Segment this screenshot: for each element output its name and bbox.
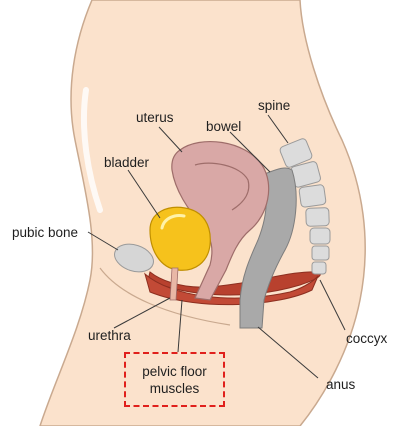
leader-pubic-bone	[87, 231, 119, 251]
leader-urethra	[113, 297, 171, 329]
label-pubic-bone: pubic bone	[12, 225, 78, 240]
label-bladder: bladder	[104, 155, 150, 170]
label-pelvic-floor-line1: pelvic floor	[142, 363, 207, 379]
leader-spine	[267, 114, 289, 144]
label-coccyx: coccyx	[346, 331, 388, 346]
leader-coccyx	[319, 279, 346, 331]
label-anus: anus	[326, 377, 356, 392]
leader-bowel	[229, 131, 271, 173]
bladder-highlight	[160, 214, 186, 230]
label-uterus: uterus	[136, 110, 174, 125]
uterus-cavity	[194, 162, 250, 211]
leader-bladder	[127, 169, 161, 219]
pubic-bone-shape	[114, 243, 154, 273]
label-spine: spine	[258, 98, 290, 113]
leader-pelvic-floor	[177, 299, 183, 353]
label-bowel: bowel	[206, 119, 241, 134]
urethra-shape	[169, 267, 179, 301]
spine-shape	[279, 138, 331, 275]
thigh-crease	[99, 267, 231, 326]
leader-uterus	[158, 126, 183, 153]
label-pelvic-floor-muscles: pelvic floor muscles	[142, 363, 207, 397]
skin-sheen	[80, 87, 103, 213]
label-pelvic-floor-line2: muscles	[149, 380, 200, 396]
leader-anus	[257, 326, 319, 379]
bowel-shape	[239, 167, 297, 329]
pelvic-floor-highlight-box: pelvic floor muscles	[124, 352, 225, 407]
label-urethra: urethra	[88, 328, 131, 343]
